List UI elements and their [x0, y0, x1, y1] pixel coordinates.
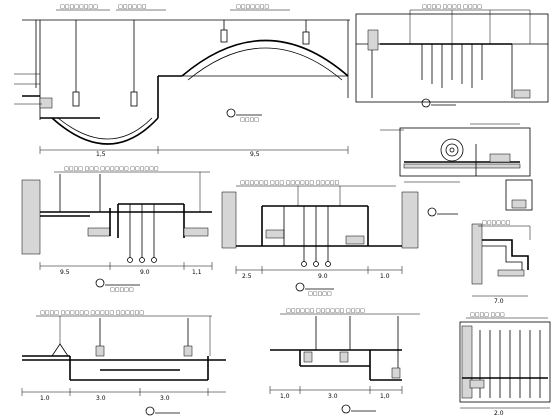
dim-label: 1.0	[380, 273, 390, 280]
svg-text:□□□□□□: □□□□□□	[118, 4, 147, 10]
dim-label: 1,0	[280, 393, 290, 400]
svg-text:□□□□□□ □□□□□□ □□□□: □□□□□□ □□□□□□ □□□□	[286, 308, 365, 314]
svg-text:□□□□□: □□□□□	[308, 291, 332, 297]
bottom-center-section: □□□□□□ □□□□□□ □□□□ 1,0 3.0 1,0	[269, 308, 420, 414]
middle-center-section: □□□□□□ □□□ □□□□□□ □□□□□ 2.5 9.0 1.0 □□□□…	[221, 180, 419, 297]
arch-ceiling-section: □□□□□□□□ □□□□□□ □□□□□□□ 1,5 9,5 □□□□	[14, 4, 350, 158]
dim-label: 1,0	[380, 393, 390, 400]
dim-label: 1.0	[40, 395, 50, 402]
svg-text:□□□□ □□□ □□□□□□ □□□□□□: □□□□ □□□ □□□□□□ □□□□□□	[64, 166, 159, 172]
svg-text:□□□□□: □□□□□	[110, 287, 134, 293]
dim-label: 1,5	[96, 151, 106, 158]
dim-label: 3.0	[328, 393, 338, 400]
dim-label: 9.0	[140, 269, 150, 276]
right-middle-detail	[380, 123, 533, 217]
svg-text:□□□□ □□□: □□□□ □□□	[470, 312, 505, 318]
dim-label: 2.0	[494, 410, 504, 417]
right-stepped-detail: □□□□□□ 7.0	[471, 220, 531, 305]
dim-label: 7.0	[494, 298, 504, 305]
dim-label: 3.0	[160, 395, 170, 402]
svg-text:□□□□ □□□□ □□□□: □□□□ □□□□ □□□□	[422, 4, 482, 10]
dim-label: 3.0	[96, 395, 106, 402]
svg-text:□□□□□□ □□□ □□□□□□ □□□□□: □□□□□□ □□□ □□□□□□ □□□□□	[240, 180, 340, 186]
svg-text:□□□□□□: □□□□□□	[482, 220, 511, 226]
svg-text:□□□□ □□□□□□ □□□□□ □□□□□□: □□□□ □□□□□□ □□□□□ □□□□□□	[40, 310, 144, 316]
dim-label: 9.5	[60, 269, 70, 276]
svg-text:□□□□□□□: □□□□□□□	[236, 4, 269, 10]
bottom-right-detail: □□□□ □□□ 2.0	[459, 312, 551, 417]
middle-left-section: □□□□ □□□ □□□□□□ □□□□□□ 9.5 9.0 1,1 □□□□□	[21, 166, 213, 293]
dim-label: 2.5	[242, 273, 252, 280]
svg-text:□□□□□□□□: □□□□□□□□	[60, 4, 98, 10]
top-right-detail: □□□□ □□□□ □□□□	[355, 4, 549, 108]
dim-label: 1,1	[192, 269, 202, 276]
dim-label: 9,5	[250, 151, 260, 158]
bottom-left-section: □□□□ □□□□□□ □□□□□ □□□□□□ 1.0 3.0 3.0	[21, 310, 226, 416]
svg-text:□□□□: □□□□	[240, 117, 259, 123]
dim-label: 9.0	[318, 273, 328, 280]
